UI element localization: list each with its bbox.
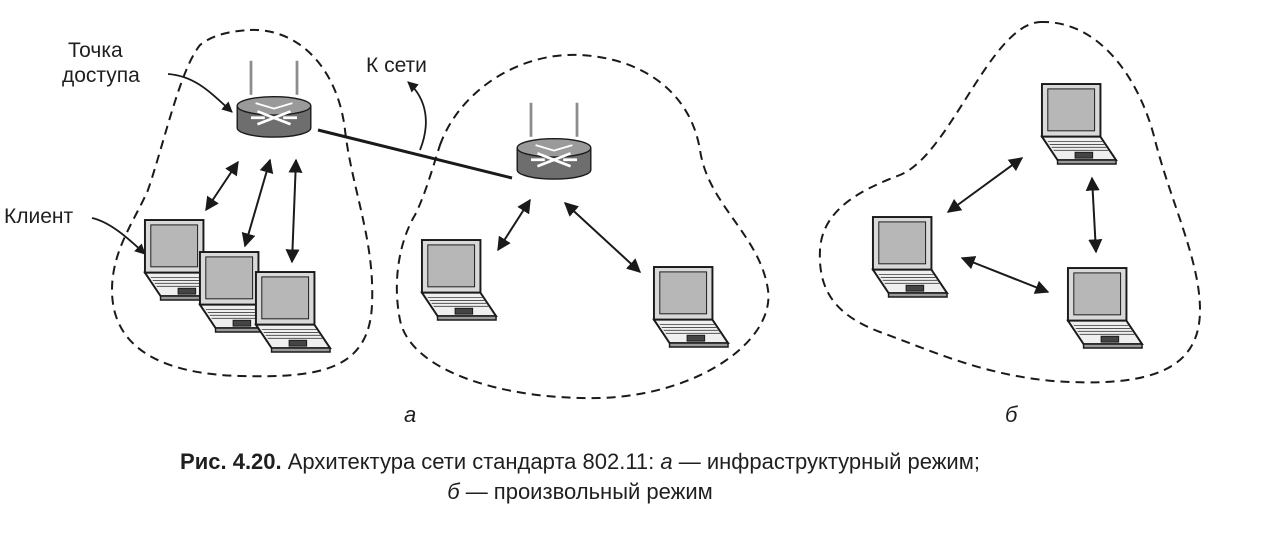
wireless-link-1 — [205, 160, 239, 212]
adhoc-link-2 — [1085, 176, 1103, 254]
label-client: Клиент — [4, 205, 74, 228]
pointer-client — [91, 217, 146, 255]
wired-link — [317, 128, 513, 180]
caption-text-2: — инфраструктурный режим; — [672, 449, 980, 474]
client-laptop-3 — [254, 271, 332, 353]
label-access-point-line1: Точка — [68, 39, 123, 62]
wireless-link-3 — [285, 158, 303, 264]
pointer-to-network — [407, 81, 427, 151]
caption-number: Рис. 4.20. — [180, 449, 282, 474]
access-point-center — [515, 101, 593, 181]
caption-text-1: Архитектура сети стандарта 802.11: — [281, 449, 661, 474]
caption-line-2: б — произвольный режим — [0, 477, 1160, 507]
client-laptop-4 — [420, 239, 498, 321]
adhoc-laptop-left — [871, 216, 949, 298]
subfigure-a-label: a — [404, 402, 417, 427]
adhoc-link-1 — [946, 157, 1024, 213]
wireless-link-2 — [241, 158, 274, 248]
label-access-point-line2: доступа — [62, 64, 140, 87]
pointer-access-point — [167, 73, 233, 113]
subfigure-b-label: б — [1005, 402, 1018, 427]
adhoc-laptop-right — [1066, 267, 1144, 349]
client-laptop-5 — [652, 266, 730, 348]
wireless-link-4 — [497, 198, 531, 252]
wireless-link-5 — [563, 202, 642, 273]
figure-caption: Рис. 4.20. Архитектура сети стандарта 80… — [0, 447, 1160, 507]
access-point-left — [235, 59, 313, 139]
adhoc-link-3 — [960, 256, 1050, 294]
cell-boundary-adhoc — [818, 20, 1202, 384]
cell-boundary-left — [110, 28, 374, 378]
caption-text-3: — произвольный режим — [459, 479, 713, 504]
label-to-network: К сети — [366, 54, 427, 77]
caption-line-1: Рис. 4.20. Архитектура сети стандарта 80… — [0, 447, 1160, 477]
adhoc-laptop-top — [1040, 83, 1118, 165]
caption-a-letter: а — [660, 449, 673, 474]
label-access-point: Точка доступа — [62, 38, 140, 88]
caption-b-letter: б — [447, 479, 460, 504]
